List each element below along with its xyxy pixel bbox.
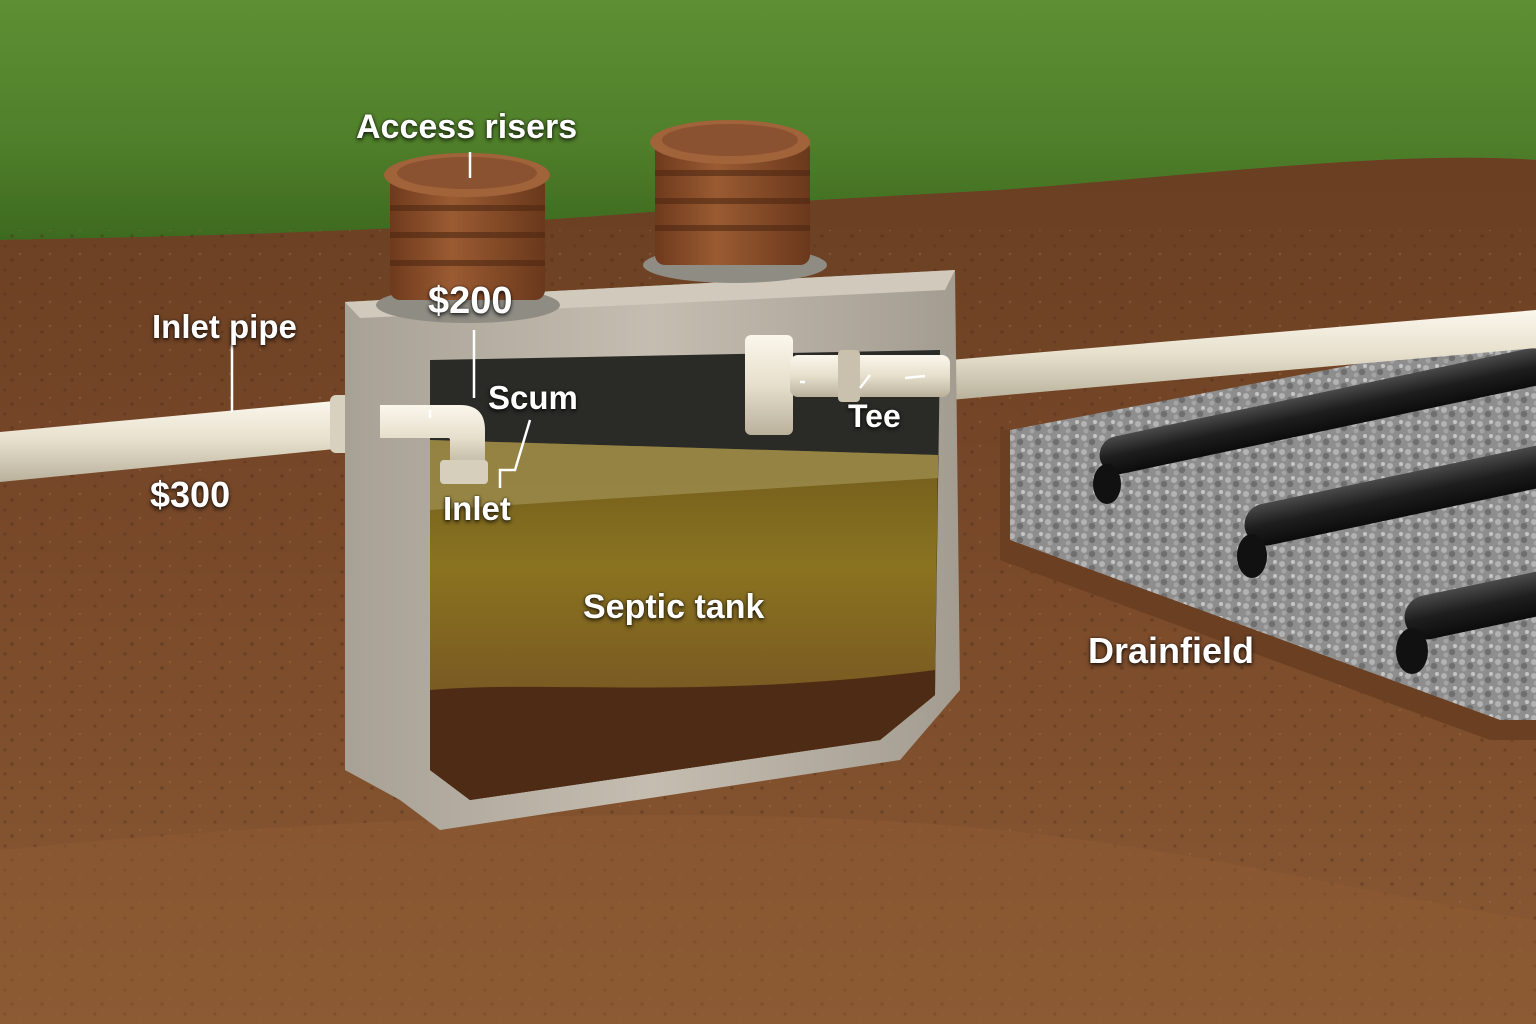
access-riser-left: [376, 153, 560, 323]
label-inlet-pipe: Inlet pipe: [152, 308, 297, 345]
label-septic-tank: Septic tank: [583, 588, 765, 626]
leader-lines: [230, 152, 926, 488]
label-access-risers: Access risers: [356, 108, 578, 146]
label-inlet: Inlet: [443, 490, 511, 527]
label-price-riser: $200: [428, 280, 513, 322]
label-tee: Tee: [848, 398, 901, 434]
label-price-inlet-pipe: $300: [150, 474, 231, 515]
label-drainfield: Drainfield: [1088, 630, 1255, 671]
access-riser-right: [643, 120, 827, 283]
septic-tank-body: [345, 270, 960, 830]
label-scum: Scum: [488, 379, 578, 416]
perforated-pipes: [1093, 348, 1536, 674]
